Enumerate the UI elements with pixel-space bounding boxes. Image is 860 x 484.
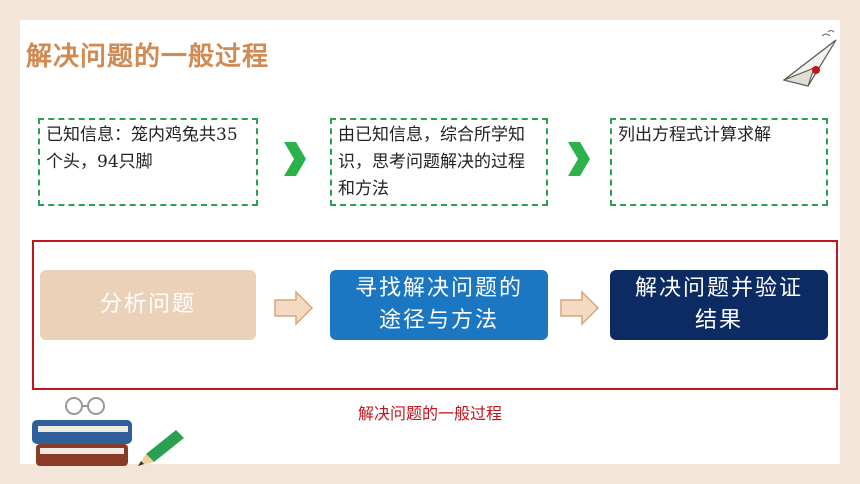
caption: 解决问题的一般过程: [357, 404, 502, 423]
step-verify: 解决问题并验证结果: [610, 270, 828, 340]
pencil-illustration: [138, 430, 184, 466]
known-info-box: 已知信息：笼内鸡兔共35个头，94只脚: [38, 118, 258, 206]
books-illustration: [32, 397, 184, 466]
step-analyze-label: 分析问题: [99, 292, 196, 317]
step-analyze: 分析问题: [40, 270, 256, 340]
step-find-method: 寻找解决问题的途径与方法: [330, 270, 548, 340]
slide: 解决问题的一般过程 已知信息：笼内鸡兔共35个头，94只脚 由已知信息，综合所学…: [20, 20, 840, 466]
solve-text: 列出方程式计算求解: [618, 125, 771, 145]
arrow-right-icon: [274, 290, 314, 326]
known-info-text: 已知信息：笼内鸡兔共35个头，94只脚: [46, 125, 238, 172]
solve-box: 列出方程式计算求解: [610, 118, 828, 206]
thinking-text: 由已知信息，综合所学知识，思考问题解决的过程和方法: [338, 125, 525, 199]
page-title: 解决问题的一般过程: [26, 42, 270, 72]
step-find-method-label: 寻找解决问题的途径与方法: [354, 276, 523, 333]
arrow-right-icon: [560, 290, 600, 326]
chevron-right-icon: [568, 142, 590, 176]
paper-plane-icon: [782, 30, 837, 87]
process-frame: [32, 240, 838, 390]
step-verify-label: 解决问题并验证结果: [634, 276, 803, 333]
thinking-box: 由已知信息，综合所学知识，思考问题解决的过程和方法: [330, 118, 548, 206]
chevron-right-icon: [284, 142, 306, 176]
